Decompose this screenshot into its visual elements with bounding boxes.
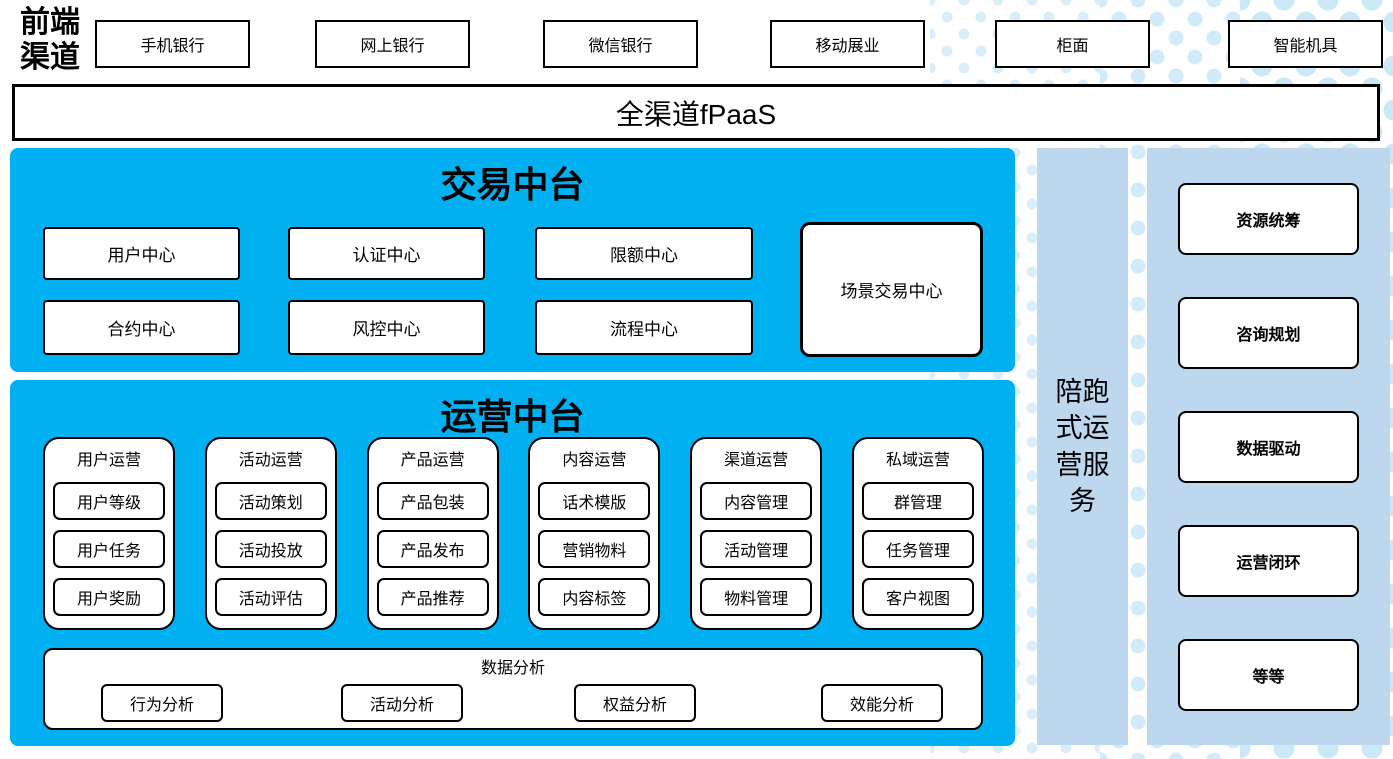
ops-group-item: 任务管理	[861, 530, 974, 568]
trade-box-process-center: 流程中心	[535, 300, 753, 355]
right-services-panel: 资源统筹 咨询规划 数据驱动 运营闭环 等等	[1147, 148, 1390, 745]
ops-group-item: 内容管理	[700, 482, 813, 520]
ops-group-item: 活动评估	[214, 578, 327, 616]
analytics-box-efficiency: 效能分析	[821, 684, 943, 722]
ops-group-item: 产品包装	[376, 482, 489, 520]
coaching-service-label: 陪跑 式运 营服 务	[1055, 376, 1110, 516]
ops-group-item: 产品推荐	[376, 578, 489, 616]
service-box-consulting: 咨询规划	[1178, 297, 1359, 369]
ops-group-item: 用户奖励	[53, 578, 165, 616]
ops-group-title: 用户运营	[76, 452, 141, 469]
analytics-container: 数据分析 行为分析 活动分析 权益分析 效能分析	[43, 648, 983, 730]
service-box-etc: 等等	[1178, 639, 1359, 711]
channel-box-mobile-banking: 手机银行	[95, 20, 250, 68]
ops-group-item: 用户等级	[53, 482, 165, 520]
analytics-box-behavior: 行为分析	[101, 684, 223, 722]
ops-platform-section: 运营中台 用户运营 用户等级 用户任务 用户奖励 活动运营 活动策划 活动投放 …	[10, 380, 1015, 746]
coaching-service-bar: 陪跑 式运 营服 务	[1037, 148, 1128, 745]
trade-box-limit-center: 限额中心	[535, 227, 753, 280]
trade-platform-section: 交易中台 用户中心 认证中心 限额中心 合约中心 风控中心 流程中心 场景交易中…	[10, 148, 1015, 372]
ops-group-item: 内容标签	[538, 578, 651, 616]
ops-group-item: 群管理	[861, 482, 974, 520]
ops-group-title: 产品运营	[400, 452, 465, 469]
ops-group-item: 话术模版	[538, 482, 651, 520]
ops-group-item: 产品发布	[376, 530, 489, 568]
channel-box-online-banking: 网上银行	[315, 20, 470, 68]
ops-group-user: 用户运营 用户等级 用户任务 用户奖励	[43, 437, 175, 630]
ops-group-item: 活动管理	[700, 530, 813, 568]
ops-group-private-domain: 私域运营 群管理 任务管理 客户视图	[851, 437, 984, 630]
ops-group-item: 用户任务	[53, 530, 165, 568]
service-box-ops-loop: 运营闭环	[1178, 525, 1359, 597]
channel-box-wechat-banking: 微信银行	[543, 20, 698, 68]
analytics-box-benefit: 权益分析	[574, 684, 696, 722]
ops-group-title: 渠道运营	[724, 452, 789, 469]
ops-group-product: 产品运营 产品包装 产品发布 产品推荐	[366, 437, 499, 630]
ops-group-title: 活动运营	[238, 452, 303, 469]
ops-group-campaign: 活动运营 活动策划 活动投放 活动评估	[204, 437, 337, 630]
ops-groups-row: 用户运营 用户等级 用户任务 用户奖励 活动运营 活动策划 活动投放 活动评估 …	[43, 437, 984, 630]
ops-group-content: 内容运营 话术模版 营销物料 内容标签	[528, 437, 661, 630]
ops-group-title: 私域运营	[885, 452, 950, 469]
channel-box-counter: 柜面	[995, 20, 1150, 68]
trade-box-risk-center: 风控中心	[288, 300, 485, 355]
ops-group-item: 活动投放	[214, 530, 327, 568]
trade-box-auth-center: 认证中心	[288, 227, 485, 280]
ops-group-channel: 渠道运营 内容管理 活动管理 物料管理	[690, 437, 823, 630]
analytics-title: 数据分析	[480, 660, 545, 677]
ops-group-item: 客户视图	[861, 578, 974, 616]
trade-box-user-center: 用户中心	[43, 227, 240, 280]
channel-box-smart-devices: 智能机具	[1228, 20, 1383, 68]
ops-platform-title: 运营中台	[440, 396, 585, 438]
front-channels-label: 前端 渠道	[20, 5, 80, 75]
channel-box-mobile-sales: 移动展业	[770, 20, 925, 68]
service-box-resource-planning: 资源统筹	[1178, 183, 1359, 255]
ops-group-item: 营销物料	[538, 530, 651, 568]
ops-group-title: 内容运营	[562, 452, 627, 469]
fpaas-bar: 全渠道fPaaS	[12, 84, 1380, 141]
ops-group-item: 物料管理	[700, 578, 813, 616]
ops-group-item: 活动策划	[214, 482, 327, 520]
analytics-box-campaign: 活动分析	[341, 684, 463, 722]
trade-box-scenario-trade-center: 场景交易中心	[800, 222, 983, 357]
service-box-data-driven: 数据驱动	[1178, 411, 1359, 483]
trade-box-contract-center: 合约中心	[43, 300, 240, 355]
trade-platform-title: 交易中台	[440, 164, 585, 206]
